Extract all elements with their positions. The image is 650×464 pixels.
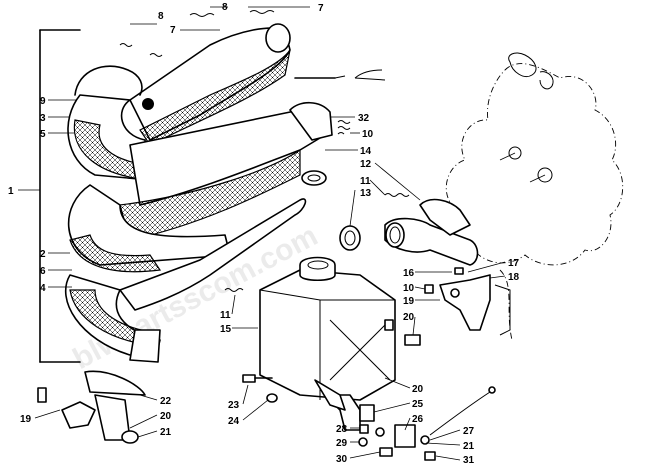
callout-29: 29 xyxy=(336,438,348,449)
callout-2: 2 xyxy=(40,249,46,260)
middle-exhaust-pipe xyxy=(67,101,333,273)
heat-shield xyxy=(84,370,146,396)
hanger-wire xyxy=(74,65,143,96)
callout-24: 24 xyxy=(228,416,240,427)
callout-8: 8 xyxy=(158,11,164,22)
callout-10: 10 xyxy=(403,283,415,294)
mount-plate-left xyxy=(61,401,96,429)
callout-20: 20 xyxy=(160,411,172,422)
callout-20: 20 xyxy=(412,384,424,395)
hardware-fasteners xyxy=(242,284,496,461)
callout-13: 13 xyxy=(360,188,372,199)
callout-17: 17 xyxy=(508,258,520,269)
callout-22: 22 xyxy=(160,396,172,407)
callout-27: 27 xyxy=(463,426,475,437)
callout-21: 21 xyxy=(160,427,172,438)
callout-7: 7 xyxy=(170,25,176,36)
callout-14: 14 xyxy=(360,146,372,157)
callout-21: 21 xyxy=(463,441,475,452)
callout-32: 32 xyxy=(358,113,370,124)
callout-20: 20 xyxy=(403,312,415,323)
callout-8: 8 xyxy=(222,2,228,13)
callout-7: 7 xyxy=(318,3,324,14)
callout-5: 5 xyxy=(40,129,46,140)
callout-30: 30 xyxy=(336,454,348,464)
callout-11: 11 xyxy=(360,176,371,187)
callout-28: 28 xyxy=(336,424,348,435)
callout-16: 16 xyxy=(403,268,415,279)
callout-26: 26 xyxy=(412,414,424,425)
callout-19: 19 xyxy=(20,414,32,425)
callout-3: 3 xyxy=(40,113,46,124)
callout-23: 23 xyxy=(228,400,240,411)
callout-6: 6 xyxy=(40,266,46,277)
leader-lines xyxy=(34,6,506,461)
silencer-canister xyxy=(259,256,396,431)
callout-25: 25 xyxy=(412,399,424,410)
callout-4: 4 xyxy=(40,283,46,294)
callout-19: 19 xyxy=(403,296,415,307)
upper-exhaust-pipe xyxy=(67,23,291,181)
callout-15: 15 xyxy=(220,324,232,335)
callout-labels: 8 8 7 7 9 3 5 1 2 6 4 32 10 14 12 11 13 … xyxy=(8,2,520,464)
seal-ring xyxy=(339,225,361,251)
callout-18: 18 xyxy=(508,272,520,283)
callout-9: 9 xyxy=(40,96,46,107)
engine-outline xyxy=(445,52,624,341)
lower-exhaust-pipe xyxy=(64,198,307,363)
gasket-ring xyxy=(301,170,327,186)
y-manifold xyxy=(384,198,479,266)
callout-31: 31 xyxy=(463,455,475,464)
callout-1: 1 xyxy=(8,186,14,197)
callout-11: 11 xyxy=(220,310,231,321)
springs xyxy=(119,10,410,292)
mount-bracket-right xyxy=(439,274,491,331)
callout-10: 10 xyxy=(362,129,374,140)
callout-12: 12 xyxy=(360,159,372,170)
